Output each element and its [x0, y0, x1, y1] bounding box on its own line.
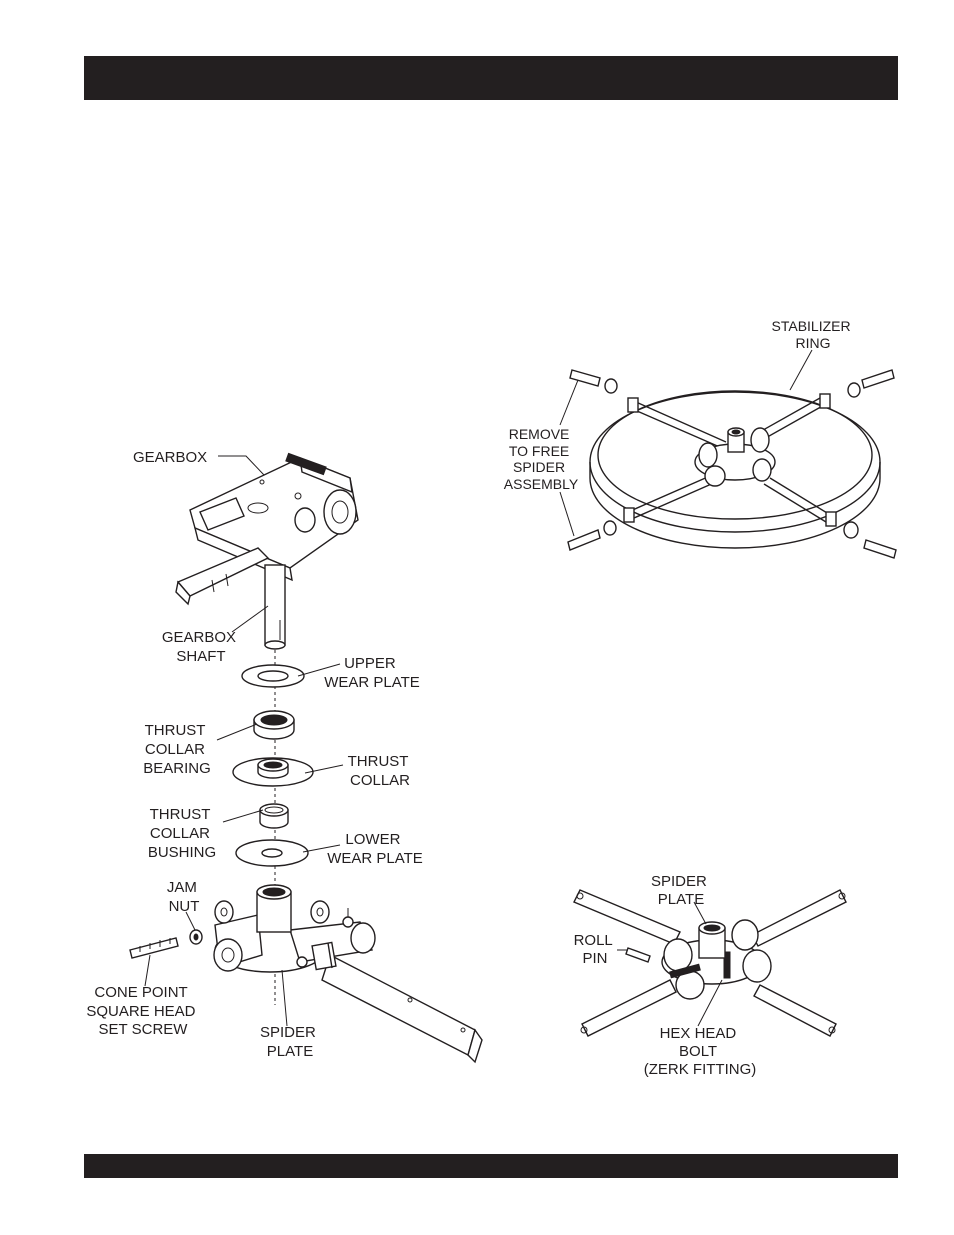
- stabilizer-ring-drawing: [568, 370, 896, 558]
- label-gearbox: GEARBOX: [133, 449, 207, 466]
- label-hex-head-bolt: HEX HEAD BOLT (ZERK FITTING): [644, 1025, 757, 1078]
- lower-wear-plate-drawing: [236, 840, 308, 866]
- thrust-collar-bushing-drawing: [260, 804, 288, 828]
- spider-plate-assembly-drawing: [214, 885, 482, 1062]
- label-remove-note: REMOVE TO FREE SPIDER ASSEMBLY: [504, 426, 579, 492]
- upper-wear-plate-drawing: [242, 665, 304, 687]
- label-stabilizer-ring: STABILIZER RING: [772, 318, 855, 351]
- label-jam-nut: JAM NUT: [167, 879, 201, 915]
- label-gearbox-shaft: GEARBOX SHAFT: [162, 629, 240, 665]
- label-upper-wear-plate: UPPER WEAR PLATE: [324, 655, 420, 691]
- thrust-collar-bearing-drawing: [254, 711, 294, 739]
- label-lower-wear-plate: LOWER WEAR PLATE: [327, 831, 423, 867]
- label-spider-plate-left: SPIDER PLATE: [260, 1024, 320, 1060]
- label-cone-point-set-screw: CONE POINT SQUARE HEAD SET SCREW: [86, 984, 199, 1038]
- label-spider-plate-right: SPIDER PLATE: [651, 873, 711, 908]
- label-roll-pin: ROLL PIN: [574, 932, 617, 967]
- label-thrust-collar-bushing: THRUST COLLAR BUSHING: [148, 806, 216, 861]
- spider-plate-detail-drawing: [574, 890, 846, 1036]
- jam-nut-and-set-screw-drawing: [130, 930, 202, 958]
- label-thrust-collar: THRUST COLLAR: [348, 753, 413, 789]
- thrust-collar-drawing: [233, 758, 313, 786]
- label-thrust-collar-bearing: THRUST COLLAR BEARING: [143, 722, 211, 777]
